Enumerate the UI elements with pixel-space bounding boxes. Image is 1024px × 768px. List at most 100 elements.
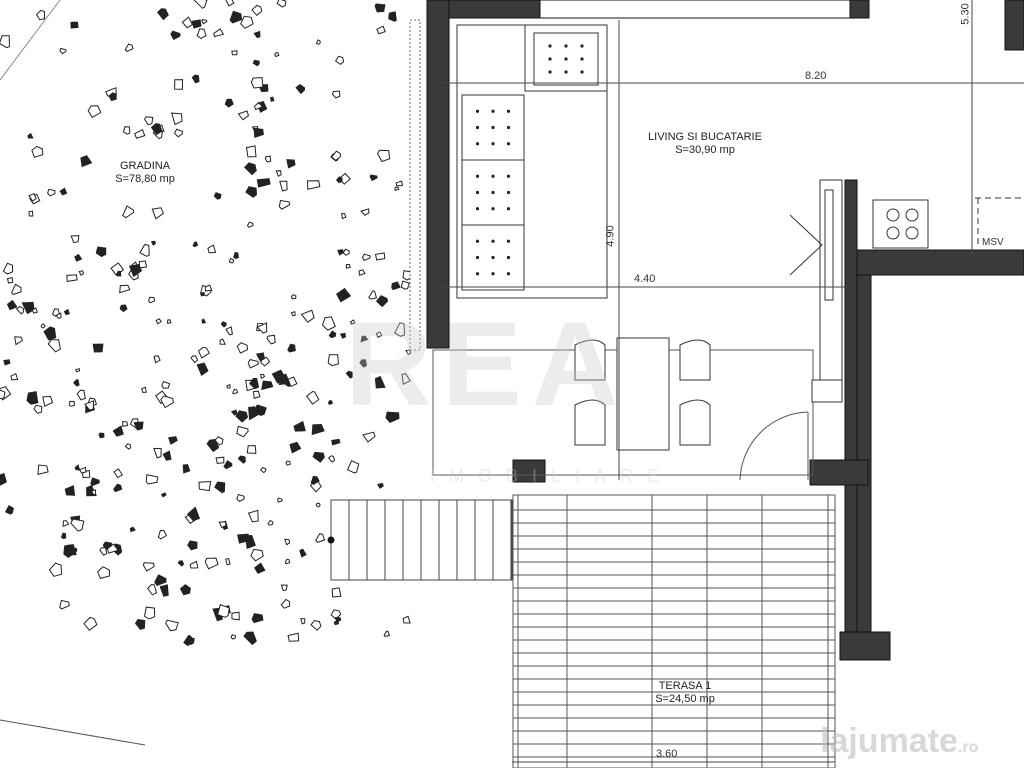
pebble — [122, 205, 135, 219]
garden-pebbles — [0, 0, 414, 647]
pebble — [237, 110, 250, 121]
terrace-name: TERASA 1 — [658, 680, 712, 692]
pebble — [245, 145, 257, 158]
pebble — [225, 326, 233, 336]
pebble — [108, 92, 117, 102]
pebble — [200, 291, 206, 297]
pebble — [47, 339, 61, 353]
pebble — [229, 10, 243, 24]
unit-dot — [506, 125, 511, 130]
pebble — [374, 252, 386, 261]
pebble — [59, 187, 68, 196]
pebble — [402, 615, 411, 624]
living-label: LIVING SI BUCATARIE S=30,90 mp — [630, 131, 780, 157]
pebble — [270, 96, 275, 102]
unit-dot — [506, 272, 511, 276]
pebble — [196, 362, 209, 376]
pebble — [187, 540, 198, 551]
pebble — [47, 188, 56, 197]
pebble — [342, 248, 350, 256]
pebble — [275, 170, 282, 177]
pebble — [231, 611, 240, 621]
pebble — [327, 400, 334, 406]
pebble — [14, 336, 24, 346]
pebble — [187, 506, 201, 522]
living-area: S=30,90 mp — [675, 144, 735, 156]
pebble — [97, 566, 110, 579]
pebble — [321, 316, 336, 331]
pebble — [306, 390, 320, 405]
pebble — [284, 538, 291, 546]
pebble — [76, 389, 86, 401]
unit-dot — [548, 70, 552, 74]
pebble — [359, 359, 368, 368]
dim-terrace-width: 3.60 — [656, 748, 678, 760]
pebble — [395, 180, 404, 187]
unit-dot — [491, 109, 495, 113]
pebble — [150, 240, 157, 246]
pebble — [182, 464, 191, 474]
pebble — [287, 376, 298, 388]
pebble — [315, 502, 321, 508]
pebble — [388, 11, 397, 22]
pebble — [60, 532, 67, 540]
pebble — [236, 425, 249, 438]
pebble — [0, 472, 7, 486]
pebble — [170, 30, 181, 41]
wall-horizontal-right — [856, 249, 1024, 276]
pebble — [393, 322, 406, 337]
pebble — [254, 404, 267, 416]
unit-dot — [491, 125, 495, 130]
pebble — [70, 21, 79, 29]
pebble — [252, 59, 260, 67]
unit-dot — [580, 44, 584, 48]
pebble — [204, 284, 213, 292]
unit-dot — [580, 70, 584, 74]
pebble — [219, 338, 226, 345]
pebble — [236, 493, 245, 503]
pebble — [223, 459, 233, 470]
pebble — [62, 519, 70, 528]
pebble — [375, 295, 389, 308]
pebble — [119, 304, 128, 313]
pebble — [401, 373, 411, 385]
pebble — [197, 346, 210, 359]
walls — [426, 0, 1024, 661]
unit-dot — [475, 272, 480, 276]
pebble — [167, 319, 172, 324]
pebble — [10, 283, 22, 295]
pebble — [299, 548, 307, 558]
pebble — [315, 39, 321, 45]
pebble — [331, 90, 341, 99]
pebble — [286, 159, 296, 169]
pebble — [246, 221, 254, 228]
pebble — [145, 474, 159, 485]
pebble — [385, 411, 400, 424]
pebble — [124, 443, 132, 450]
pebble — [201, 19, 208, 25]
pebble — [191, 74, 200, 84]
pebble — [63, 545, 78, 559]
pebble — [224, 98, 234, 108]
pebble — [157, 8, 169, 21]
unit-dot — [506, 207, 511, 211]
pebble — [274, 52, 280, 58]
pebble — [40, 323, 46, 329]
agency-watermark: REA — [345, 297, 629, 431]
pillar-bottom — [839, 631, 891, 661]
pebble — [168, 436, 178, 445]
unit-dot — [491, 207, 495, 211]
pebble — [331, 438, 341, 446]
pebble — [171, 112, 183, 126]
terrace-area: S=24,50 mp — [655, 693, 715, 705]
unit-dot — [580, 57, 584, 61]
pebble — [161, 380, 171, 389]
door-swing — [789, 214, 823, 276]
pebble — [106, 543, 119, 554]
unit-dot — [506, 109, 511, 113]
pebble — [256, 322, 268, 334]
pebble — [26, 391, 39, 405]
pebble — [345, 370, 353, 379]
unit-dot — [491, 239, 495, 243]
